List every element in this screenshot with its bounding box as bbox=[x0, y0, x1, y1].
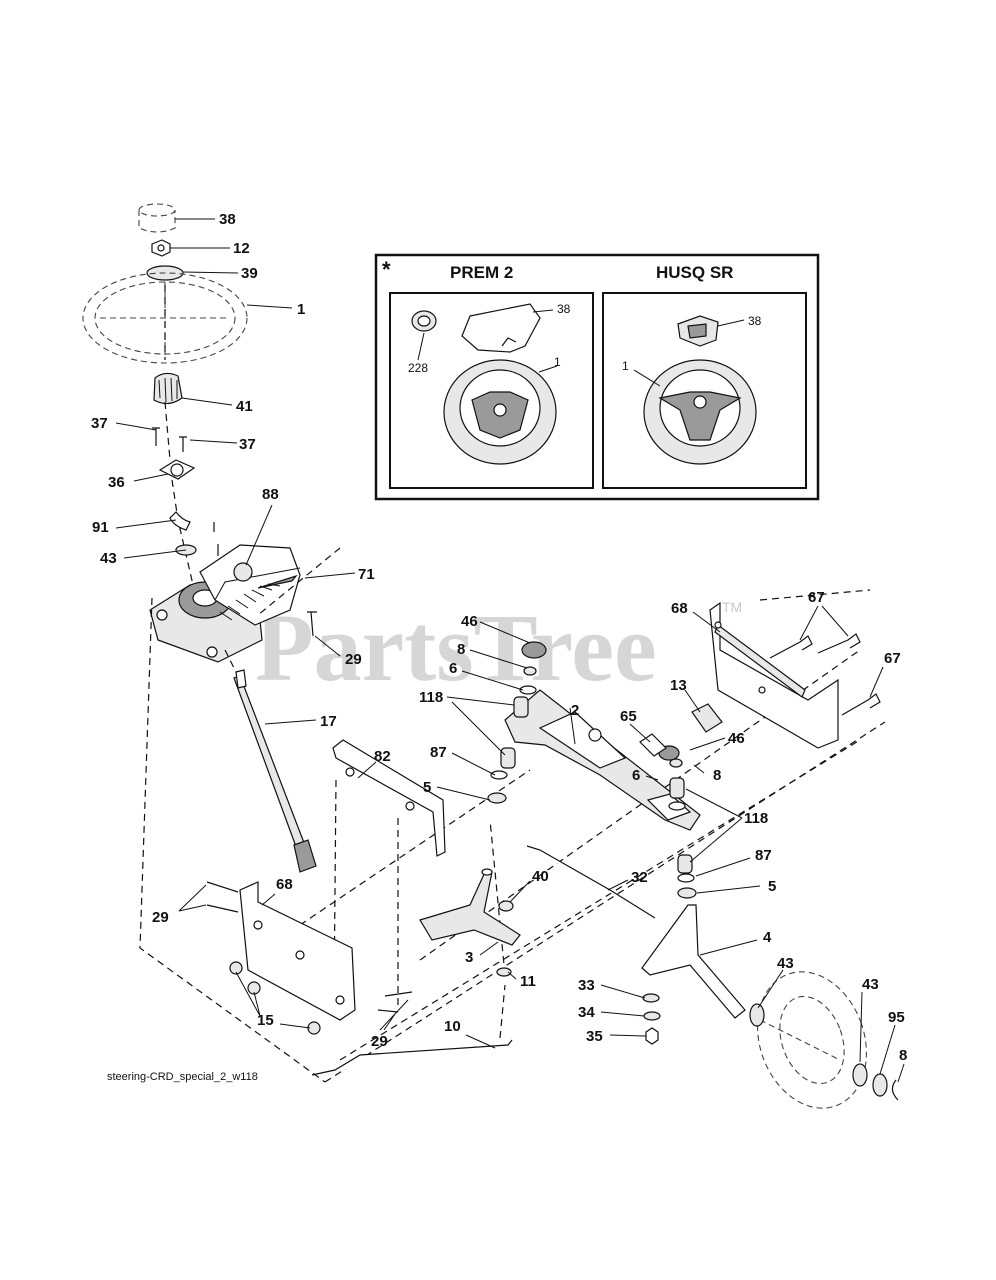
callout: 5 bbox=[768, 878, 776, 895]
steering-support bbox=[158, 459, 196, 480]
callout: 12 bbox=[233, 240, 250, 257]
callout: 46 bbox=[728, 730, 745, 747]
callout: 87 bbox=[755, 847, 772, 864]
callout: 95 bbox=[888, 1009, 905, 1026]
bracket-68-right bbox=[709, 601, 839, 749]
callout: 91 bbox=[92, 519, 109, 536]
gear-bolt bbox=[307, 611, 317, 637]
steering-gear-assembly bbox=[149, 511, 301, 663]
callout: 36 bbox=[108, 474, 125, 491]
callout: 67 bbox=[884, 650, 901, 667]
prem2-steering-wheel bbox=[443, 359, 557, 465]
watermark-trademark: TM bbox=[722, 599, 742, 615]
callout: 6 bbox=[449, 660, 457, 677]
callout: 8 bbox=[713, 767, 721, 784]
callout: 4 bbox=[763, 929, 772, 946]
callout: 43 bbox=[777, 955, 794, 972]
callout: 3 bbox=[465, 949, 473, 966]
frame-outline bbox=[139, 547, 886, 1083]
variant-inset: * PREM 2 HUSQ SR 228 38 1 bbox=[374, 253, 820, 501]
callout: 43 bbox=[862, 976, 879, 993]
watermark-text: PartsTree bbox=[255, 594, 657, 701]
callout: 118 bbox=[419, 689, 443, 706]
prem2-callout: 38 bbox=[557, 302, 571, 316]
callout: 43 bbox=[100, 550, 117, 567]
steering-arm bbox=[419, 868, 521, 977]
prem2-callout: 228 bbox=[408, 361, 428, 375]
wheel-washers bbox=[749, 1003, 899, 1101]
steering-adapter bbox=[153, 372, 183, 405]
callout: 2 bbox=[571, 702, 579, 719]
steering-wheel-ghost bbox=[82, 272, 248, 364]
prem2-emblem bbox=[411, 310, 437, 332]
tie-rod bbox=[311, 1039, 513, 1076]
callout: 39 bbox=[241, 265, 258, 282]
callout: 46 bbox=[461, 613, 478, 630]
prem2-cover bbox=[461, 303, 541, 353]
steering-shaft bbox=[233, 669, 317, 873]
spindle-hardware bbox=[642, 993, 661, 1045]
callout: 33 bbox=[578, 977, 595, 994]
callout: 8 bbox=[899, 1047, 907, 1064]
callout: 10 bbox=[444, 1018, 461, 1035]
axle-spacers bbox=[639, 703, 723, 757]
callout: 35 bbox=[586, 1028, 603, 1045]
inset-title-prem2: PREM 2 bbox=[450, 263, 513, 282]
callout: 71 bbox=[358, 566, 375, 583]
left-nuts bbox=[229, 961, 321, 1035]
left-bolts bbox=[206, 881, 413, 1013]
callout: 37 bbox=[91, 415, 108, 432]
callout: 118 bbox=[744, 810, 768, 827]
prem2-callout: 1 bbox=[554, 355, 561, 369]
callout: 82 bbox=[374, 748, 391, 765]
husq-callout: 1 bbox=[622, 359, 629, 373]
callout: 5 bbox=[423, 779, 431, 796]
spindle bbox=[641, 904, 746, 1019]
callout: 88 bbox=[262, 486, 279, 503]
callout: 13 bbox=[670, 677, 687, 694]
husq-steering-wheel bbox=[643, 359, 757, 465]
callout: 68 bbox=[671, 600, 688, 617]
callout: 11 bbox=[520, 973, 536, 990]
callout: 1 bbox=[297, 301, 305, 318]
callout: 32 bbox=[631, 869, 648, 886]
callout: 29 bbox=[152, 909, 169, 926]
inset-marker: * bbox=[382, 257, 391, 282]
callouts: 38 12 39 1 41 37 37 36 91 88 43 71 29 17… bbox=[91, 211, 907, 1064]
callout: 65 bbox=[620, 708, 637, 725]
callout: 29 bbox=[371, 1033, 388, 1050]
callout: 15 bbox=[257, 1012, 274, 1029]
bracket-82 bbox=[332, 739, 446, 857]
bracket-68-left bbox=[239, 881, 356, 1021]
callout: 38 bbox=[219, 211, 236, 228]
steering-nut bbox=[151, 239, 171, 257]
callout: 37 bbox=[239, 436, 256, 453]
bushings bbox=[487, 666, 697, 899]
callout: 41 bbox=[236, 398, 253, 415]
callout: 8 bbox=[457, 641, 465, 658]
inset-title-husq-sr: HUSQ SR bbox=[656, 263, 733, 282]
callout: 34 bbox=[578, 1004, 595, 1021]
callout: 67 bbox=[808, 589, 825, 606]
steering-cap bbox=[138, 203, 176, 233]
callout: 68 bbox=[276, 876, 293, 893]
right-bolts bbox=[769, 633, 881, 716]
diagram-caption: steering-CRD_special_2_w118 bbox=[107, 1071, 258, 1083]
callout: 17 bbox=[320, 713, 337, 730]
drag-link bbox=[526, 845, 656, 919]
callout: 87 bbox=[430, 744, 447, 761]
steering-bolts bbox=[152, 427, 187, 452]
leader-lines bbox=[115, 218, 905, 1083]
callout: 40 bbox=[532, 868, 549, 885]
husq-cover bbox=[677, 315, 719, 347]
callout: 6 bbox=[632, 767, 640, 784]
callout: 29 bbox=[345, 651, 362, 668]
husq-callout: 38 bbox=[748, 314, 762, 328]
